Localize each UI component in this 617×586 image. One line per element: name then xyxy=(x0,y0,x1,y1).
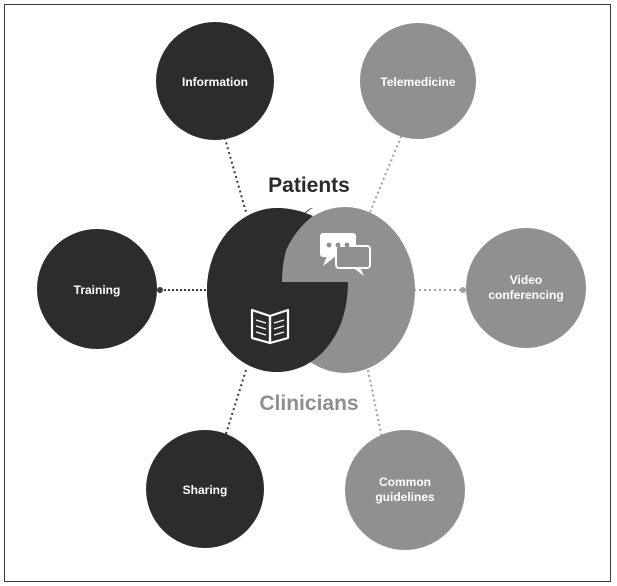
node-information-label: Information xyxy=(182,75,248,89)
patients-label: Patients xyxy=(268,174,350,197)
node-sharing: Sharing xyxy=(146,430,264,548)
node-training: Training xyxy=(37,229,157,349)
node-sharing-label: Sharing xyxy=(183,483,228,497)
connector-telemedicine xyxy=(369,126,406,213)
connector-sharing xyxy=(223,369,247,441)
node-video-conferencing: Video conferencing xyxy=(466,228,586,348)
connector-dot-video xyxy=(460,287,466,293)
node-telemedicine-label: Telemedicine xyxy=(380,75,455,89)
node-common-label-line1: Common xyxy=(379,475,431,489)
node-video-label-line1: Video xyxy=(510,273,542,287)
node-common-guidelines: Common guidelines xyxy=(345,430,465,550)
node-telemedicine: Telemedicine xyxy=(360,23,476,139)
connector-information xyxy=(221,127,247,213)
node-training-label: Training xyxy=(74,283,121,297)
connector-common xyxy=(367,369,383,439)
clinicians-label: Clinicians xyxy=(259,392,358,415)
center-venn xyxy=(207,207,415,373)
connector-dot-training xyxy=(157,287,163,293)
node-video-label-line2: conferencing xyxy=(488,288,563,302)
chat-bubbles-icon xyxy=(320,233,371,276)
open-book-icon xyxy=(250,308,290,345)
node-common-label-line2: guidelines xyxy=(375,490,435,504)
node-information: Information xyxy=(156,22,274,140)
